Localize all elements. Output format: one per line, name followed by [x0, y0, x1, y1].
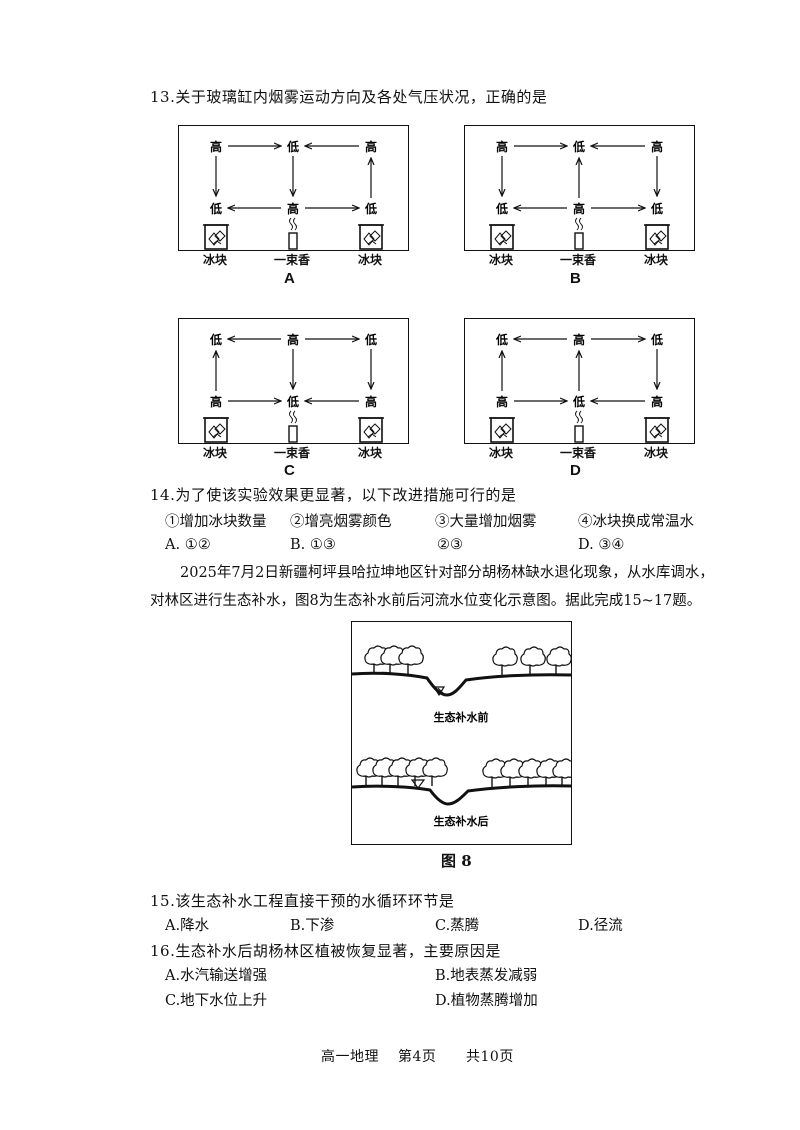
- footer-total: 共10页: [466, 1049, 514, 1065]
- q15-option-b: B.下渗: [290, 918, 335, 934]
- pressure-label: 低: [572, 394, 585, 409]
- pressure-label: 低: [286, 139, 299, 154]
- diagram-panel-a: 高低高低高低: [178, 125, 409, 251]
- pressure-label: 低: [286, 394, 299, 409]
- q16-stem: 16.生态补水后胡杨林区植被恢复显著，主要原因是: [150, 942, 501, 960]
- riverbed-after: [351, 784, 572, 806]
- water-level-before-icon: [432, 686, 446, 697]
- footer-page: 第4页: [398, 1049, 437, 1065]
- pressure-label: 高: [573, 201, 585, 216]
- trees-before-icon: [364, 645, 572, 675]
- footer-subject: 高一地理: [321, 1049, 379, 1065]
- label-incense: 一束香: [273, 446, 310, 460]
- pressure-label: 高: [365, 394, 377, 409]
- diagram-panel-b: 高低高低高低: [464, 125, 695, 251]
- incense-icon: [288, 410, 298, 443]
- label-ice: 冰块: [202, 446, 227, 460]
- panel-letter-b: B: [570, 270, 581, 287]
- ice-beaker-icon: [489, 417, 515, 443]
- pressure-label: 高: [287, 332, 299, 347]
- pressure-label: 高: [496, 139, 508, 154]
- pressure-label: 高: [210, 139, 222, 154]
- figure-8-illustration: 生态补水前 生态补水后: [351, 645, 578, 828]
- q14-item-3: ③大量增加烟雾: [435, 514, 537, 530]
- pressure-label: 高: [287, 201, 299, 216]
- q14-option-b: B. ①③: [290, 537, 336, 553]
- pressure-label: 高: [365, 139, 377, 154]
- label-incense: 一束香: [559, 253, 596, 267]
- label-ice: 冰块: [488, 446, 513, 460]
- pressure-label: 低: [209, 201, 222, 216]
- intro-line-1: 2025年7月2日新疆柯坪县哈拉坤地区针对部分胡杨林缺水退化现象，从水库调水，: [180, 565, 714, 581]
- q14-item-4: ④冰块换成常温水: [578, 514, 694, 530]
- label-ice: 冰块: [202, 253, 227, 267]
- label-ice: 冰块: [643, 446, 668, 460]
- q16-option-c: C.地下水位上升: [165, 993, 268, 1009]
- incense-icon: [288, 217, 298, 250]
- pressure-label: 高: [496, 394, 508, 409]
- q16-option-b: B.地表蒸发减弱: [435, 968, 538, 984]
- label-ice: 冰块: [488, 253, 513, 267]
- pressure-label: 低: [364, 201, 377, 216]
- ice-beaker-icon: [489, 224, 515, 250]
- q15-option-a: A.降水: [165, 918, 210, 934]
- incense-icon: [574, 217, 584, 250]
- q14-stem: 14.为了使该实验效果更显著，以下改进措施可行的是: [150, 486, 517, 504]
- label-ice: 冰块: [643, 253, 668, 267]
- pressure-label: 低: [495, 201, 508, 216]
- q14-option-d: D. ③④: [578, 537, 625, 553]
- ice-beaker-icon: [203, 224, 229, 250]
- ice-beaker-icon: [358, 417, 384, 443]
- trees-after-icon: [356, 757, 578, 787]
- q14-item-2: ②增亮烟雾颜色: [290, 514, 392, 530]
- panel-letter-a: A: [284, 270, 295, 287]
- pressure-label: 低: [572, 139, 585, 154]
- q15-option-c: C.蒸腾: [435, 918, 480, 934]
- label-before: 生态补水前: [434, 710, 489, 724]
- q13-stem: 13.关于玻璃缸内烟雾运动方向及各处气压状况，正确的是: [150, 88, 548, 106]
- q14-item-1: ①增加冰块数量: [165, 514, 267, 530]
- pressure-label: 低: [650, 201, 663, 216]
- figure-8-frame: 生态补水前 生态补水后: [351, 621, 578, 845]
- water-level-after-icon: [410, 779, 426, 789]
- ice-beaker-icon: [644, 224, 670, 250]
- pressure-label: 高: [210, 394, 222, 409]
- q16-option-d: D.植物蒸腾增加: [435, 993, 538, 1009]
- pressure-label: 低: [495, 332, 508, 347]
- intro-line-2: 对林区进行生态补水，图8为生态补水前后河流水位变化示意图。据此完成15~17题。: [150, 593, 702, 609]
- q15-option-d: D.径流: [578, 918, 623, 934]
- q14-option-c: ②③: [437, 537, 463, 553]
- ice-beaker-icon: [203, 417, 229, 443]
- incense-icon: [574, 410, 584, 443]
- label-incense: 一束香: [559, 446, 596, 460]
- q14-option-a: A. ①②: [165, 537, 211, 553]
- label-incense: 一束香: [273, 253, 310, 267]
- pressure-label: 低: [364, 332, 377, 347]
- pressure-label: 高: [651, 394, 663, 409]
- diagram-panel-d: 低高低高低高: [464, 318, 695, 444]
- ice-beaker-icon: [644, 417, 670, 443]
- pressure-label: 低: [650, 332, 663, 347]
- figure-8-caption: 图 8: [441, 852, 472, 870]
- pressure-label: 低: [209, 332, 222, 347]
- label-ice: 冰块: [357, 253, 382, 267]
- pressure-label: 高: [573, 332, 585, 347]
- ice-beaker-icon: [358, 224, 384, 250]
- diagram-panel-c: 低高低高低高: [178, 318, 409, 444]
- panel-letter-d: D: [570, 462, 581, 479]
- riverbed-before: [351, 671, 572, 697]
- label-ice: 冰块: [357, 446, 382, 460]
- q15-stem: 15.该生态补水工程直接干预的水循环环节是: [150, 892, 455, 910]
- panel-letter-c: C: [284, 462, 295, 479]
- pressure-label: 高: [651, 139, 663, 154]
- label-after: 生态补水后: [434, 814, 489, 828]
- q16-option-a: A.水汽输送增强: [165, 968, 268, 984]
